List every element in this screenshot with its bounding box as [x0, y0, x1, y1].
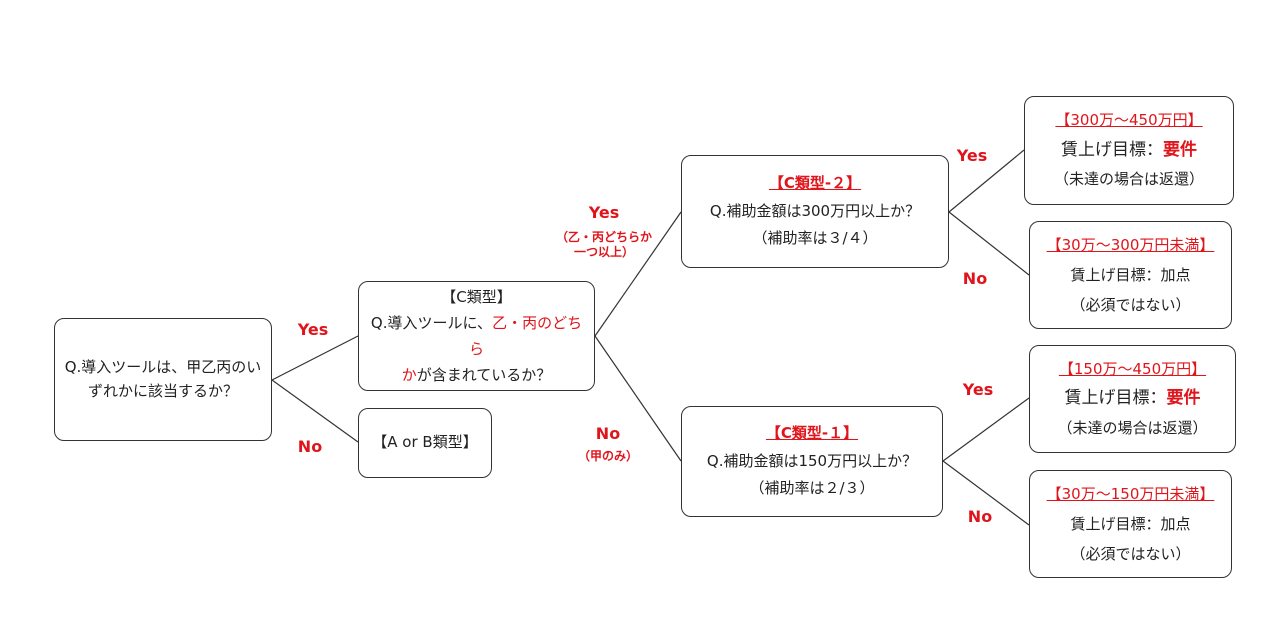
line-c-to-c1 — [594, 335, 682, 462]
line-c1-to-yes — [942, 397, 1030, 462]
c2-box: 【C類型-２】 Q.補助金額は300万円以上か？ （補助率は３/４） — [681, 155, 949, 268]
edge-c1-yes-text: Yes — [962, 380, 994, 399]
leaf-c1-yes-note: （未達の場合は返還） — [1057, 418, 1208, 437]
leaf-c1-no-note: （必須ではない） — [1070, 545, 1191, 563]
edge-label-c-no: No （甲のみ） — [568, 424, 648, 464]
leaf-c2-no-box: 【30万～300万円未満】 賃上げ目標：加点 （必須ではない） — [1029, 221, 1232, 329]
edge-c2-no-text: No — [962, 269, 988, 288]
c1-rate: （補助率は２/３） — [749, 479, 875, 498]
root-question-box: Q.導入ツールは、甲乙丙のいずれかに該当するか？ — [54, 318, 272, 441]
c2-title: 【C類型-２】 — [768, 173, 862, 192]
leaf-c1-yes-goal: 賃上げ目標：要件 — [1065, 383, 1201, 414]
edge-c-yes-text: Yes — [588, 203, 620, 222]
leaf-c2-no-note: （必須ではない） — [1070, 296, 1191, 314]
edge-c1-no-text: No — [967, 507, 993, 526]
edge-label-root-no: No — [290, 437, 330, 458]
leaf-c1-no-box: 【30万～150万円未満】 賃上げ目標：加点 （必須ではない） — [1029, 470, 1232, 578]
c1-box: 【C類型-１】 Q.補助金額は150万円以上か？ （補助率は２/３） — [681, 406, 943, 517]
leaf-c1-yes-range: 【150万～450万円】 — [1058, 359, 1207, 378]
line-c1-to-no — [942, 460, 1030, 526]
line-c2-to-yes — [948, 149, 1025, 213]
c2-question: Q.補助金額は300万円以上か？ — [709, 201, 921, 220]
line-root-to-ab — [271, 379, 359, 443]
c-type-box: 【C類型】 Q.導入ツールに、乙・丙のどちらかが含まれているか？ — [358, 281, 595, 391]
line-c2-to-no — [948, 211, 1030, 276]
line-c-to-c2 — [594, 211, 682, 337]
leaf-c1-no-goal: 賃上げ目標：加点 — [1070, 515, 1191, 533]
leaf-c2-no-range: 【30万～300万円未満】 — [1046, 236, 1215, 254]
leaf-c2-yes-goal: 賃上げ目標：要件 — [1061, 135, 1197, 166]
edge-label-root-yes: Yes — [293, 320, 333, 341]
edge-c-yes-sub1: （乙・丙どちらか — [555, 229, 652, 244]
c-type-question-suffix: が含まれているか？ — [416, 366, 552, 385]
edge-root-no-text: No — [297, 437, 323, 456]
leaf-c1-yes-goal-value: 要件 — [1166, 388, 1201, 409]
leaf-c2-no-goal: 賃上げ目標：加点 — [1070, 266, 1191, 284]
edge-c-yes-sub2: 一つ以上） — [573, 245, 634, 260]
c2-rate: （補助率は３/４） — [752, 229, 878, 248]
ab-type-box: 【A or B類型】 — [358, 408, 492, 478]
edge-c2-yes-text: Yes — [956, 146, 988, 165]
edge-c-no-sub: （甲のみ） — [577, 448, 638, 463]
ab-type-label: 【A or B類型】 — [372, 433, 478, 452]
line-root-to-c — [271, 335, 359, 381]
leaf-c2-yes-goal-value: 要件 — [1163, 139, 1197, 160]
c1-question: Q.補助金額は150万円以上か？ — [706, 451, 918, 470]
edge-label-c1-yes: Yes — [958, 380, 998, 401]
edge-label-c-yes: Yes （乙・丙どちらか 一つ以上） — [548, 203, 660, 261]
c-type-question-highlight: 乙・丙のどちら — [468, 313, 583, 358]
c-type-question-prefix: Q.導入ツールに、 — [370, 313, 493, 332]
root-question-text: Q.導入ツールは、甲乙丙のいずれかに該当するか？ — [64, 358, 262, 400]
leaf-c2-yes-goal-prefix: 賃上げ目標： — [1061, 139, 1163, 160]
edge-root-yes-text: Yes — [297, 320, 329, 339]
leaf-c1-yes-box: 【150万～450万円】 賃上げ目標：要件 （未達の場合は返還） — [1029, 345, 1236, 453]
edge-label-c2-yes: Yes — [952, 146, 992, 167]
edge-label-c1-no: No — [960, 507, 1000, 528]
leaf-c2-yes-range: 【300万～450万円】 — [1055, 111, 1203, 130]
leaf-c1-no-range: 【30万～150万円未満】 — [1046, 485, 1215, 503]
leaf-c1-yes-goal-prefix: 賃上げ目標： — [1064, 388, 1167, 409]
leaf-c2-yes-note: （未達の場合は返還） — [1053, 170, 1204, 189]
c-type-question: Q.導入ツールに、乙・丙のどちらかが含まれているか？ — [367, 310, 586, 389]
leaf-c2-yes-box: 【300万～450万円】 賃上げ目標：要件 （未達の場合は返還） — [1024, 96, 1234, 205]
c1-title: 【C類型-１】 — [765, 423, 859, 442]
edge-c-no-text: No — [595, 424, 621, 443]
c-type-title: 【C類型】 — [441, 287, 512, 306]
c-type-question-highlight-2: か — [401, 366, 417, 385]
edge-label-c2-no: No — [955, 269, 995, 290]
